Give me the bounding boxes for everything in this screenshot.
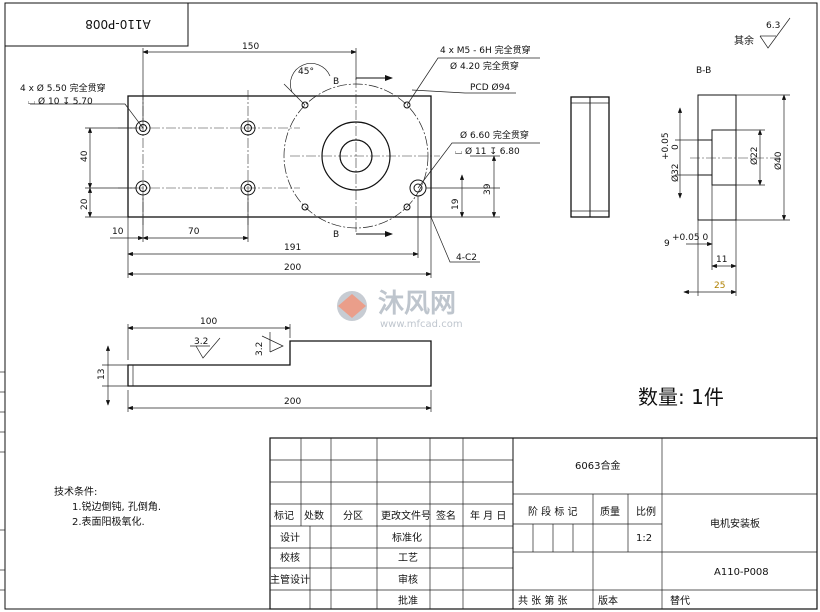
surface-finish-rest: 其余 6.3 [734, 17, 791, 49]
svg-text:3.2: 3.2 [255, 342, 265, 356]
svg-text:审核: 审核 [398, 573, 418, 586]
svg-text:20: 20 [80, 198, 90, 210]
svg-text:PCD Ø94: PCD Ø94 [470, 82, 510, 93]
m5-hole [301, 203, 309, 211]
svg-text:11: 11 [716, 255, 727, 265]
svg-text:技术条件:: 技术条件: [54, 485, 97, 498]
svg-text:+0.05: +0.05 [661, 132, 671, 160]
pcd-circle [283, 83, 429, 229]
svg-text:6.3: 6.3 [766, 21, 780, 31]
watermark-logo-icon [337, 291, 367, 321]
tech-notes: 技术条件: 1.锐边倒钝, 孔倒角. 2.表面阳极氧化. [54, 485, 161, 528]
svg-text:⌴ Ø 10 ↧ 5.70: ⌴ Ø 10 ↧ 5.70 [28, 96, 93, 107]
svg-text:Ø40: Ø40 [773, 151, 784, 170]
svg-text:工艺: 工艺 [398, 552, 418, 564]
svg-text:0: 0 [671, 144, 681, 150]
svg-text:4 x M5 - 6H 完全贯穿: 4 x M5 - 6H 完全贯穿 [440, 44, 531, 56]
bore-outer [321, 121, 391, 191]
svg-text:100: 100 [200, 317, 217, 327]
svg-text:年 月 日: 年 月 日 [470, 509, 506, 522]
svg-text:150: 150 [242, 42, 259, 52]
svg-text:4 x Ø 5.50 完全贯穿: 4 x Ø 5.50 完全贯穿 [20, 82, 106, 94]
svg-text:6063合金: 6063合金 [575, 459, 620, 472]
svg-text:19: 19 [451, 198, 461, 210]
mirrored-drawing-number: A110-P008 [85, 17, 151, 31]
mirrored-number-box [4, 2, 189, 47]
svg-text:比例: 比例 [636, 505, 656, 518]
svg-text:沐风网: 沐风网 [378, 289, 456, 319]
svg-text:阶 段 标 记: 阶 段 标 记 [528, 505, 578, 518]
m5-hole [403, 101, 411, 109]
svg-text:共 张 第 张: 共 张 第 张 [518, 594, 568, 607]
svg-text:200: 200 [284, 263, 301, 273]
side-block-view [570, 96, 610, 218]
svg-text:签名: 签名 [436, 509, 456, 522]
svg-text:39: 39 [483, 183, 493, 195]
section-bb: B-B Ø32 +0.05 0 Ø22 Ø40 9 +0.05 0 11 [661, 66, 790, 296]
svg-text:设计: 设计 [280, 531, 300, 544]
bore-inner [339, 139, 373, 173]
m5-hole [301, 101, 309, 109]
svg-text:2.表面阳极氧化.: 2.表面阳极氧化. [72, 515, 145, 528]
watermark: 沐风网 www.mfcad.com [337, 289, 463, 330]
svg-text:Ø32: Ø32 [670, 163, 681, 182]
svg-text:Ø 6.60 完全贯穿: Ø 6.60 完全贯穿 [460, 129, 529, 141]
svg-text:质量: 质量 [600, 506, 620, 518]
svg-text:主管设计: 主管设计 [270, 573, 310, 586]
svg-text:13: 13 [97, 369, 107, 380]
m5-hole [403, 203, 411, 211]
svg-text:1:2: 1:2 [636, 533, 652, 544]
svg-text:B: B [333, 77, 339, 87]
svg-text:3.2: 3.2 [194, 337, 208, 347]
svg-text:B: B [333, 230, 339, 240]
svg-text:标记: 标记 [274, 510, 294, 522]
svg-text:200: 200 [284, 397, 301, 407]
svg-text:10: 10 [112, 227, 124, 237]
counterbore-hole [240, 180, 256, 196]
svg-text:⌴ Ø 11 ↧ 6.80: ⌴ Ø 11 ↧ 6.80 [455, 146, 520, 157]
svg-text:校核: 校核 [280, 551, 300, 564]
svg-text:+0.05 0: +0.05 0 [672, 233, 708, 243]
svg-text:电机安装板: 电机安装板 [710, 517, 760, 530]
svg-text:45°: 45° [298, 67, 314, 77]
svg-text:A110-P008: A110-P008 [714, 567, 769, 578]
top-view: 45° B B 4 x M5 - 6H 完全贯穿 Ø 4.20 完全贯穿 4 x… [20, 42, 540, 278]
svg-text:处数: 处数 [304, 509, 324, 522]
svg-text:191: 191 [284, 243, 301, 253]
svg-text:其余: 其余 [734, 34, 754, 47]
counterbore-hole [240, 120, 256, 136]
quantity-label: 数量: 1件 [638, 385, 724, 409]
svg-text:40: 40 [80, 150, 90, 162]
svg-text:www.mfcad.com: www.mfcad.com [380, 319, 463, 330]
svg-text:9: 9 [664, 239, 670, 249]
svg-text:分区: 分区 [343, 510, 363, 522]
svg-text:70: 70 [188, 227, 200, 237]
title-block: 6063合金 电机安装板 A110-P008 阶 段 标 记 质量 比例 1:2… [269, 437, 818, 610]
svg-text:批准: 批准 [398, 594, 418, 607]
svg-text:Ø 4.20 完全贯穿: Ø 4.20 完全贯穿 [450, 60, 519, 72]
svg-text:Ø22: Ø22 [749, 146, 760, 165]
side-view: 100 13 200 3.2 3.2 [97, 317, 432, 412]
margin-ticks [0, 371, 5, 591]
svg-text:更改文件号: 更改文件号 [381, 509, 431, 522]
svg-text:25: 25 [714, 281, 725, 291]
svg-text:B-B: B-B [696, 66, 711, 76]
svg-text:1.锐边倒钝, 孔倒角.: 1.锐边倒钝, 孔倒角. [72, 500, 161, 513]
svg-text:替代: 替代 [670, 594, 690, 607]
svg-text:4-C2: 4-C2 [456, 253, 477, 263]
svg-text:版本: 版本 [598, 594, 618, 607]
plate-outline [127, 95, 432, 218]
svg-text:标准化: 标准化 [392, 531, 422, 544]
